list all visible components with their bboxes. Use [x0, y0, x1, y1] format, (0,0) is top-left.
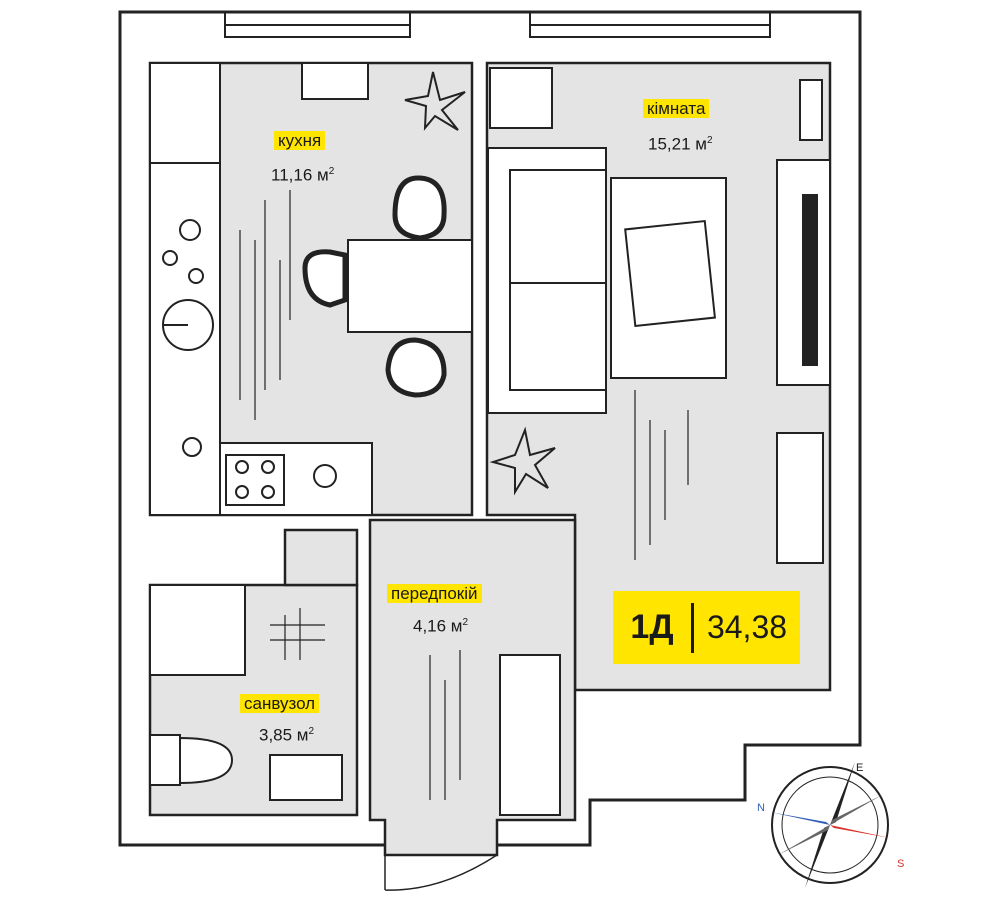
- shower: [149, 584, 246, 677]
- apartment-code: 1Д: [630, 608, 674, 646]
- hall-area: 4,16 м2: [413, 616, 469, 636]
- apartment-total-area: 34,38: [706, 609, 788, 645]
- room-plant: [489, 426, 556, 496]
- coffee-table: [610, 177, 727, 379]
- floor-hatching-kitchen: [239, 190, 291, 420]
- kitchen-name: кухня: [274, 131, 326, 150]
- stove: [225, 454, 285, 506]
- badge-divider: [691, 602, 694, 653]
- room-area: 15,21 м2: [648, 134, 713, 154]
- compass-east-letter: E: [856, 762, 864, 774]
- dining-table: [347, 239, 473, 333]
- kitchen-label: кухня: [274, 130, 326, 151]
- bathroom-niche: [283, 528, 359, 587]
- sofa: [487, 147, 607, 414]
- hall-label: передпокій: [387, 583, 482, 604]
- shelf: [776, 432, 824, 564]
- compass-needle-north: [770, 812, 830, 825]
- bathroom-name: санвузол: [240, 694, 320, 713]
- room-label: кімната: [643, 98, 710, 119]
- room-name: кімната: [643, 99, 710, 118]
- tv-unit: [776, 159, 831, 386]
- compass-rose: [770, 762, 890, 888]
- bathroom-label: санвузол: [240, 693, 320, 714]
- kitchen-sink: [162, 219, 337, 488]
- room-plant-box: [489, 67, 553, 129]
- apartment-badge: 1Д 34,38: [613, 591, 800, 664]
- hall-name: передпокій: [387, 584, 482, 603]
- compass-north-letter: N: [757, 802, 765, 814]
- wardrobe: [499, 654, 561, 816]
- floor-hatching-hall: [429, 650, 461, 800]
- bathroom-area: 3,85 м2: [259, 725, 315, 745]
- floor-hatching-room: [634, 390, 689, 560]
- toilet: [149, 734, 234, 786]
- kitchen-area: 11,16 м2: [271, 165, 335, 185]
- floor-hatching-bath: [270, 608, 325, 660]
- compass-needle-south: [830, 825, 890, 838]
- entrance-door: [384, 854, 498, 891]
- kitchen-plant: [404, 71, 466, 131]
- kitchen-window-counter: [301, 62, 369, 100]
- window-top-right: [529, 11, 771, 38]
- dining-chairs: [302, 175, 447, 398]
- window-top-left: [224, 11, 411, 38]
- compass-south-letter: S: [897, 858, 905, 870]
- bathroom-sink: [269, 754, 343, 801]
- radiator: [799, 79, 823, 141]
